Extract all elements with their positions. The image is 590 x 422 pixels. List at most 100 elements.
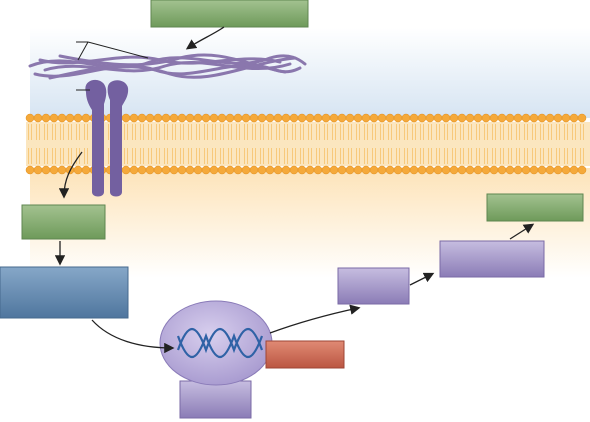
lipid-head [249,113,259,123]
lipid-tail [140,148,144,164]
lipid-tail [580,148,584,164]
lipid-head [41,113,51,123]
lipid-tail [500,124,504,140]
lipid-head [57,165,67,175]
lipid-tail [396,124,400,140]
lipid-head [545,165,555,175]
lipid-tail [412,148,416,164]
lipid-head [313,165,323,175]
lipid-head [201,165,211,175]
lipid-tail [356,124,360,140]
lipid-tail [212,148,216,164]
lipid-tail [260,148,264,164]
transcription-label-box [179,380,252,419]
lipid-head [41,165,51,175]
lipid-head [353,113,363,123]
lipid-tail [236,124,240,140]
lipid-head [73,113,83,123]
lipid-head [569,165,579,175]
lipid-tail [188,124,192,140]
lipid-tail [540,148,544,164]
lipid-tail [60,148,64,164]
lipid-head [433,165,443,175]
lipid-head [337,113,347,123]
lipid-tail [580,124,584,140]
lipid-head [153,113,163,123]
lipid-head [481,113,491,123]
lipid-head [225,165,235,175]
protein-2-label-box [439,240,545,278]
lipid-head [537,113,547,123]
lipid-tail [412,124,416,140]
lipid-tail [364,124,368,140]
lipid-tail [564,124,568,140]
lipid-tail [348,148,352,164]
lipid-head [289,113,299,123]
lipid-head [457,165,467,175]
lipid-tail [276,148,280,164]
lipid-head [257,113,267,123]
lipid-tail [468,124,472,140]
lipid-head [145,165,155,175]
lipid-head [529,113,539,123]
lipid-head [153,165,163,175]
lipid-head [329,165,339,175]
lipid-tail [252,124,256,140]
lipid-tail [196,148,200,164]
lipid-tail [196,124,200,140]
lipid-head [425,113,435,123]
lipid-tail [444,148,448,164]
lipid-head [401,165,411,175]
lipid-tail [292,124,296,140]
lipid-head [553,165,563,175]
lipid-tail [140,124,144,140]
lipid-head [161,113,171,123]
lipid-head [297,165,307,175]
lipid-head [473,113,483,123]
lipid-tail [164,148,168,164]
lipid-tail [228,148,232,164]
lipid-tail [388,148,392,164]
lipid-head [73,165,83,175]
lipid-tail [524,148,528,164]
lipid-tail [244,124,248,140]
lipid-tail [492,148,496,164]
lipid-tail [380,148,384,164]
arrow-receptor-to-adaptor [58,151,83,199]
lipid-head [393,113,403,123]
lipid-tail [476,124,480,140]
lipid-tail [244,148,248,164]
lipid-tail [396,148,400,164]
lipid-head [345,113,355,123]
lipid-head [305,165,315,175]
lipid-tail [60,124,64,140]
lipid-head [177,165,187,175]
lipid-head [169,165,179,175]
lipid-tail [28,148,32,164]
lipid-head [169,113,179,123]
lipid-head [465,113,475,123]
signal-label-box [0,266,129,319]
lipid-head [497,165,507,175]
lipid-head [577,165,587,175]
lipid-head [241,165,251,175]
lipid-tail [292,148,296,164]
lipid-head [505,113,515,123]
lipid-head [81,113,91,123]
lipid-tail [204,148,208,164]
lipid-head [329,113,339,123]
lipid-tail [68,148,72,164]
lipid-head [129,113,139,123]
protein-1-label-box [337,267,410,305]
lipid-tail [452,148,456,164]
lipid-tail [236,148,240,164]
response-label-box [486,193,584,222]
lipid-head [553,113,563,123]
lipid-head [521,113,531,123]
lipid-tail [540,124,544,140]
lipid-head [465,165,475,175]
lipid-tail [508,148,512,164]
lipid-head [49,113,59,123]
lipid-tail [332,124,336,140]
